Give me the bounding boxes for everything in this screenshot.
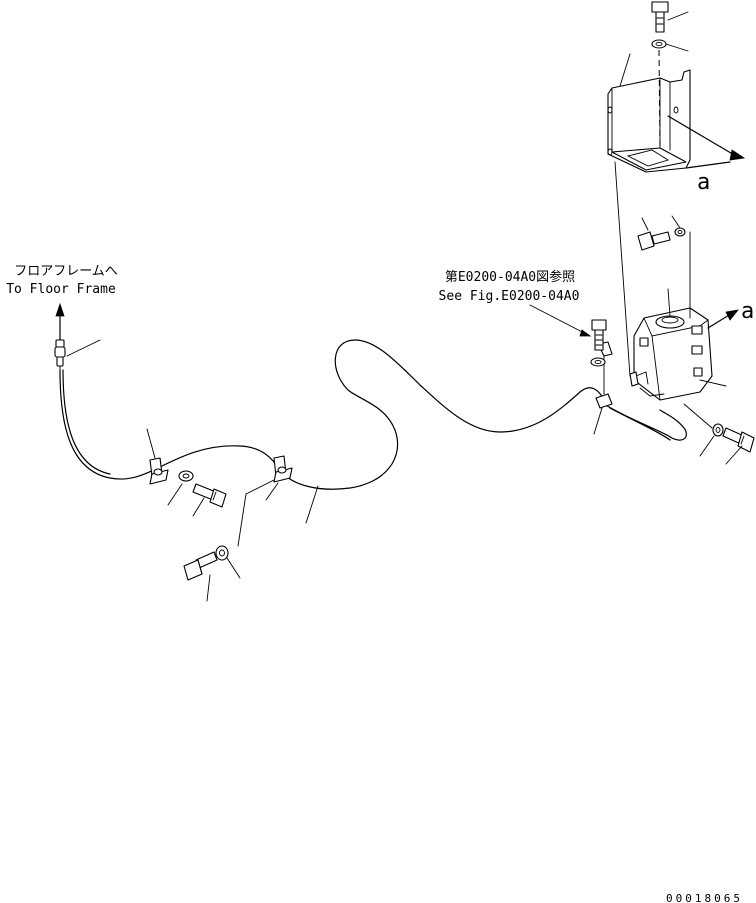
leader-tank-cap xyxy=(667,288,671,317)
leader-bolt-4 xyxy=(725,445,743,465)
clamp-2-to-washer-line xyxy=(245,479,275,495)
bolt-4 xyxy=(722,427,755,453)
bolt-6 xyxy=(651,1,669,33)
washer-3 xyxy=(590,357,606,367)
bolt-3 xyxy=(591,319,607,351)
leader-washer-4 xyxy=(699,435,715,457)
leader-clamp-2 xyxy=(265,482,279,501)
cable-end-connector xyxy=(54,339,66,373)
leader-bolt-5 xyxy=(641,217,649,231)
bolt-2 xyxy=(183,551,218,581)
leader-washer-5 xyxy=(671,215,681,229)
view-a-label-top: a xyxy=(697,170,710,195)
bolt-5 xyxy=(637,231,671,251)
washer-tank xyxy=(629,307,713,401)
cable-clamp-2 xyxy=(273,455,293,483)
leader-bolt-1 xyxy=(192,497,205,517)
cable-clamp-3 xyxy=(595,341,613,409)
leader-cable xyxy=(305,485,319,524)
leader-bolt-2 xyxy=(206,574,211,602)
view-a-label-right: a xyxy=(741,299,754,324)
washer-4 xyxy=(712,423,724,437)
drawing-number: 00018065 xyxy=(666,892,743,903)
leader-connector xyxy=(66,339,101,357)
leader-bracket xyxy=(619,53,631,87)
bolt-1 xyxy=(192,483,227,508)
view-a-arrow-top xyxy=(667,115,746,169)
washer-1 xyxy=(178,470,194,482)
washer-6 xyxy=(651,39,667,49)
leader-washer-2 xyxy=(226,557,241,579)
leader-washer-6 xyxy=(665,43,689,52)
leader-tank xyxy=(699,379,727,387)
tank-left-connection-line xyxy=(614,161,631,377)
leader-bolt-6 xyxy=(667,11,689,21)
washer-2 xyxy=(215,545,229,561)
tank-bolt-line xyxy=(683,403,713,429)
tank-bracket xyxy=(607,49,691,173)
leader-clamp-1 xyxy=(146,428,156,459)
see-fig-leader xyxy=(529,304,591,337)
clamp-2-vertical-line xyxy=(237,493,247,547)
view-a-arrow-right xyxy=(707,309,739,329)
see-fig-label-en: See Fig.E0200-04A0 xyxy=(439,289,580,304)
floor-frame-label-jp: フロアフレームへ xyxy=(14,264,118,279)
see-fig-arrowhead xyxy=(579,329,592,337)
see-fig-label-jp: 第E0200-04A0図参照 xyxy=(445,269,575,285)
washer-5 xyxy=(674,227,686,237)
floor-frame-arrow xyxy=(55,302,65,341)
leader-washer-1 xyxy=(167,483,183,506)
leader-clamp-3 xyxy=(593,407,603,435)
floor-frame-label-en: To Floor Frame xyxy=(6,282,116,297)
cable-clamp-1 xyxy=(149,457,169,485)
